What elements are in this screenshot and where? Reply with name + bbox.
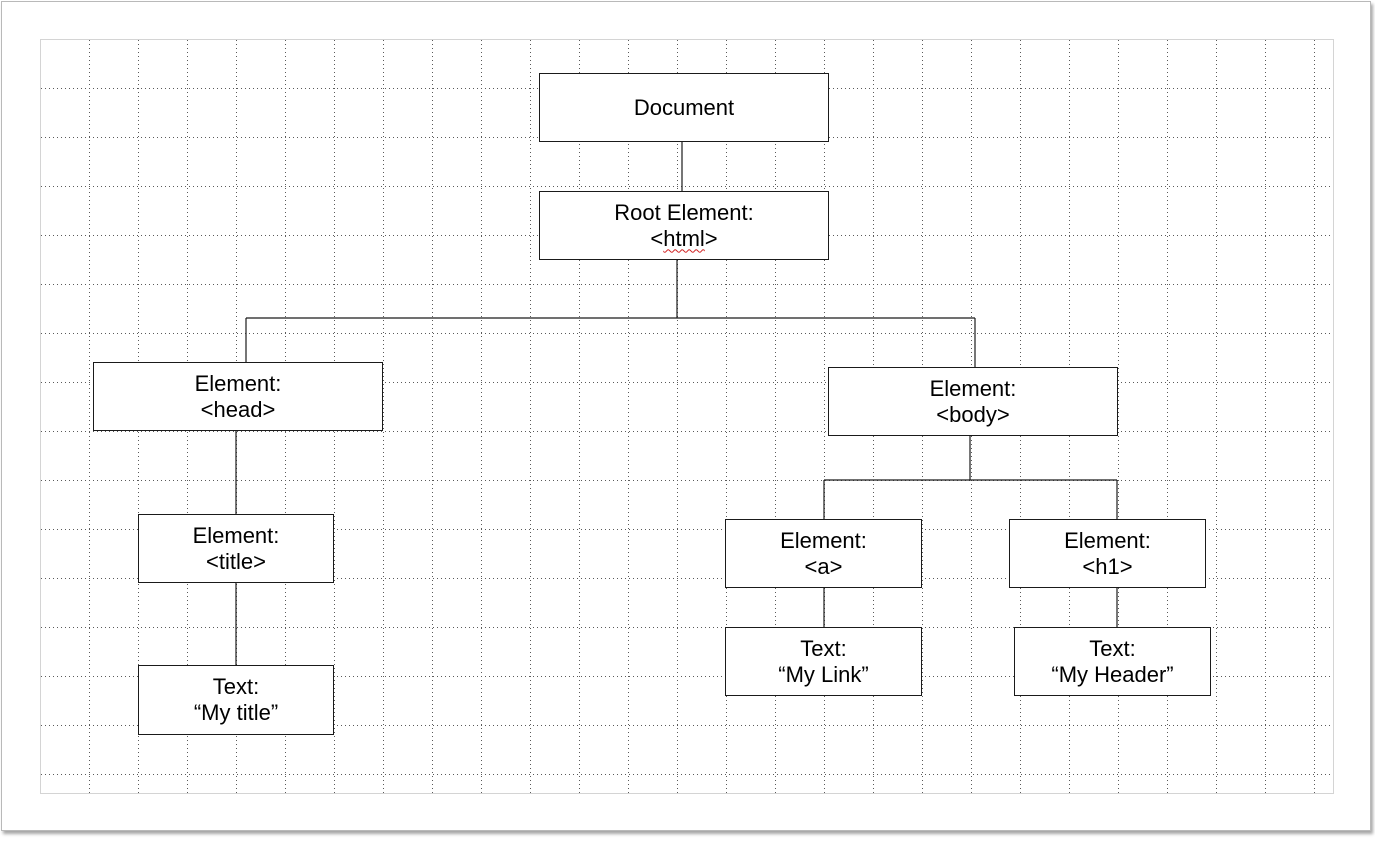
node-text-link-line-2: “My Link” — [778, 661, 869, 687]
node-text-title-line-2: “My title” — [193, 700, 279, 725]
node-text-header-line-2: “My Header” — [1051, 661, 1174, 687]
node-head-line-1: Element: — [194, 370, 282, 396]
drawing-grid — [40, 39, 1334, 794]
node-a-line-1: Element: — [780, 527, 867, 553]
node-title-line-2: <title> — [206, 548, 266, 574]
node-text-my-header: Text: “My Header” — [1014, 627, 1211, 696]
spellcheck-underlined-word: html — [663, 225, 705, 251]
node-body-line-2: <body> — [936, 401, 1010, 427]
node-element-title: Element: <title> — [138, 514, 334, 583]
node-document-line-1: Document — [633, 94, 735, 120]
node-element-h1: Element: <h1> — [1009, 519, 1206, 588]
node-text-link-line-1: Text: — [800, 635, 847, 661]
node-a-line-2: <a> — [804, 553, 843, 579]
node-element-a: Element: <a> — [725, 519, 922, 588]
node-root-element: Root Element: <html> — [539, 191, 829, 260]
node-document: Document — [539, 73, 829, 142]
node-text-my-link: Text: “My Link” — [725, 627, 922, 696]
node-h1-line-1: Element: — [1064, 527, 1151, 553]
node-body-line-1: Element: — [929, 375, 1017, 401]
node-head-line-2: <head> — [200, 396, 276, 422]
node-root-line-1: Root Element: — [614, 199, 754, 225]
node-h1-line-2: <h1> — [1082, 553, 1133, 579]
node-element-body: Element: <body> — [828, 367, 1118, 436]
node-element-head: Element: <head> — [93, 362, 383, 431]
node-title-line-1: Element: — [192, 522, 280, 548]
node-text-header-line-1: Text: — [1089, 635, 1136, 661]
node-text-my-title: Text: “My title” — [138, 665, 334, 735]
node-root-line-2: <html> — [650, 225, 718, 251]
node-text-title-line-1: Text: — [212, 674, 260, 699]
